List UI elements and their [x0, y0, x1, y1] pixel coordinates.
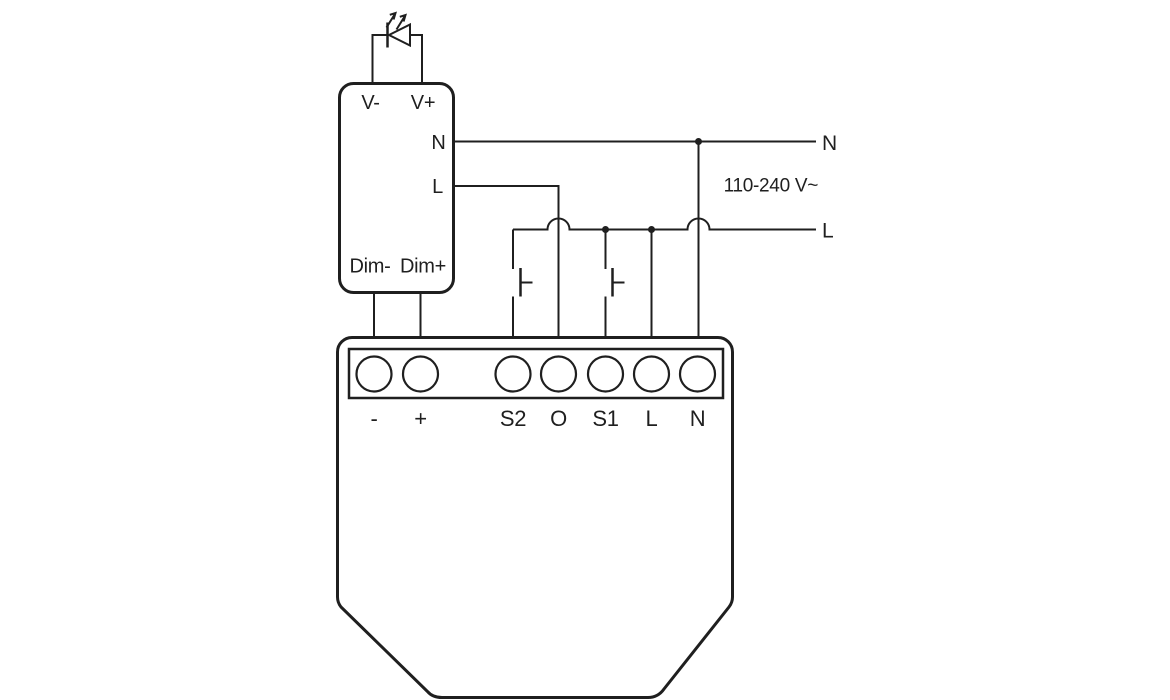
mains-labels: N 110-240 V~ L: [724, 132, 838, 243]
junction-dot-live-s1: [602, 226, 609, 233]
mains-voltage-label: 110-240 V~: [724, 176, 819, 197]
led-emission-arrow-1: [385, 11, 397, 29]
dimmer-device-body: - + S2 O S1 L N: [336, 336, 734, 699]
mains-neutral-label: N: [822, 132, 837, 155]
led-triangle: [386, 22, 411, 48]
terminal-label-s2: S2: [500, 406, 526, 431]
push-button-icon-s2: [512, 229, 533, 340]
driver-label-v-minus: V-: [361, 92, 379, 114]
junction-dot-neutral: [695, 138, 702, 145]
terminal-hole-n: [678, 355, 717, 393]
terminal-label-l: L: [646, 406, 658, 431]
wire-driver-l-to-output: [453, 185, 560, 340]
terminal-label-s1: S1: [592, 406, 618, 431]
push-button-icon-s1: [604, 229, 625, 340]
terminal-label-o: O: [550, 406, 567, 431]
device-outline: [336, 336, 734, 699]
driver-label-v-plus: V+: [411, 92, 435, 114]
terminal-label-n: N: [690, 406, 706, 431]
driver-label-dim-minus: Dim-: [349, 256, 390, 278]
driver-label-n: N: [431, 132, 445, 154]
led-wire-vplus: [410, 34, 423, 84]
terminal-hole-minus: [355, 355, 393, 393]
driver-outline: [338, 82, 455, 294]
wire-live-line: [513, 217, 816, 231]
terminal-label-plus: +: [414, 406, 427, 431]
led-icon: [371, 11, 423, 84]
wiring: [373, 140, 816, 340]
terminal-hole-s2: [494, 355, 532, 393]
driver-label-dim-plus: Dim+: [400, 256, 446, 278]
terminal-hole-plus: [401, 355, 440, 393]
led-driver-box: V- V+ N L Dim- Dim+: [338, 82, 455, 294]
terminal-label-minus: -: [370, 406, 377, 431]
terminal-hole-l: [632, 355, 671, 393]
led-emission-arrow-2: [395, 13, 407, 31]
driver-label-l: L: [432, 176, 443, 198]
terminal-hole-o: [539, 355, 578, 393]
terminal-hole-s1: [586, 355, 625, 393]
led-wire-vminus: [371, 34, 387, 84]
junction-dot-live-l: [648, 226, 655, 233]
mains-line-label: L: [822, 220, 833, 243]
